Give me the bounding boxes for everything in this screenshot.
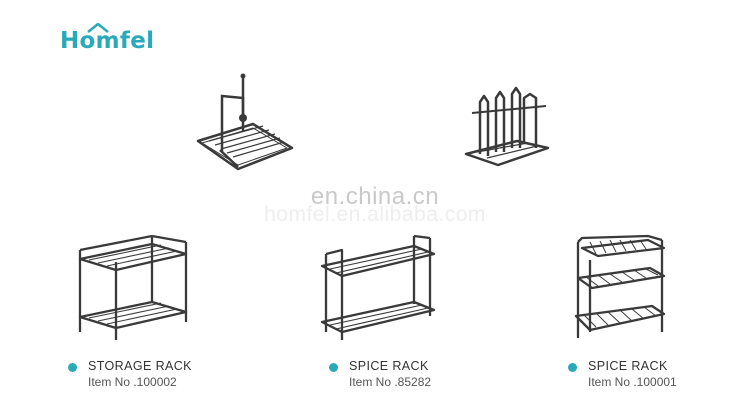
house-roof-icon xyxy=(87,23,109,33)
brand-logo: Homfel xyxy=(60,23,154,54)
product-item-number: Item No .85282 xyxy=(349,375,432,389)
spice-rack-2tier-image xyxy=(320,234,436,340)
product-item-number: Item No .100001 xyxy=(588,375,677,389)
bullet-dot-icon xyxy=(329,363,338,372)
napkin-holder-image xyxy=(196,73,294,171)
product-item-number: Item No .100002 xyxy=(88,375,177,389)
cup-rack-image xyxy=(464,86,550,167)
bullet-dot-icon xyxy=(568,363,577,372)
product-name: SPICE RACK xyxy=(588,359,668,373)
watermark-primary: en.china.cn xyxy=(310,183,440,210)
product-name: STORAGE RACK xyxy=(88,359,192,373)
storage-rack-image xyxy=(78,234,188,340)
spice-rack-3tier-image xyxy=(574,234,666,338)
watermark-secondary: homfel.en.alibaba.com xyxy=(264,203,486,226)
bullet-dot-icon xyxy=(68,363,77,372)
product-name: SPICE RACK xyxy=(349,359,429,373)
